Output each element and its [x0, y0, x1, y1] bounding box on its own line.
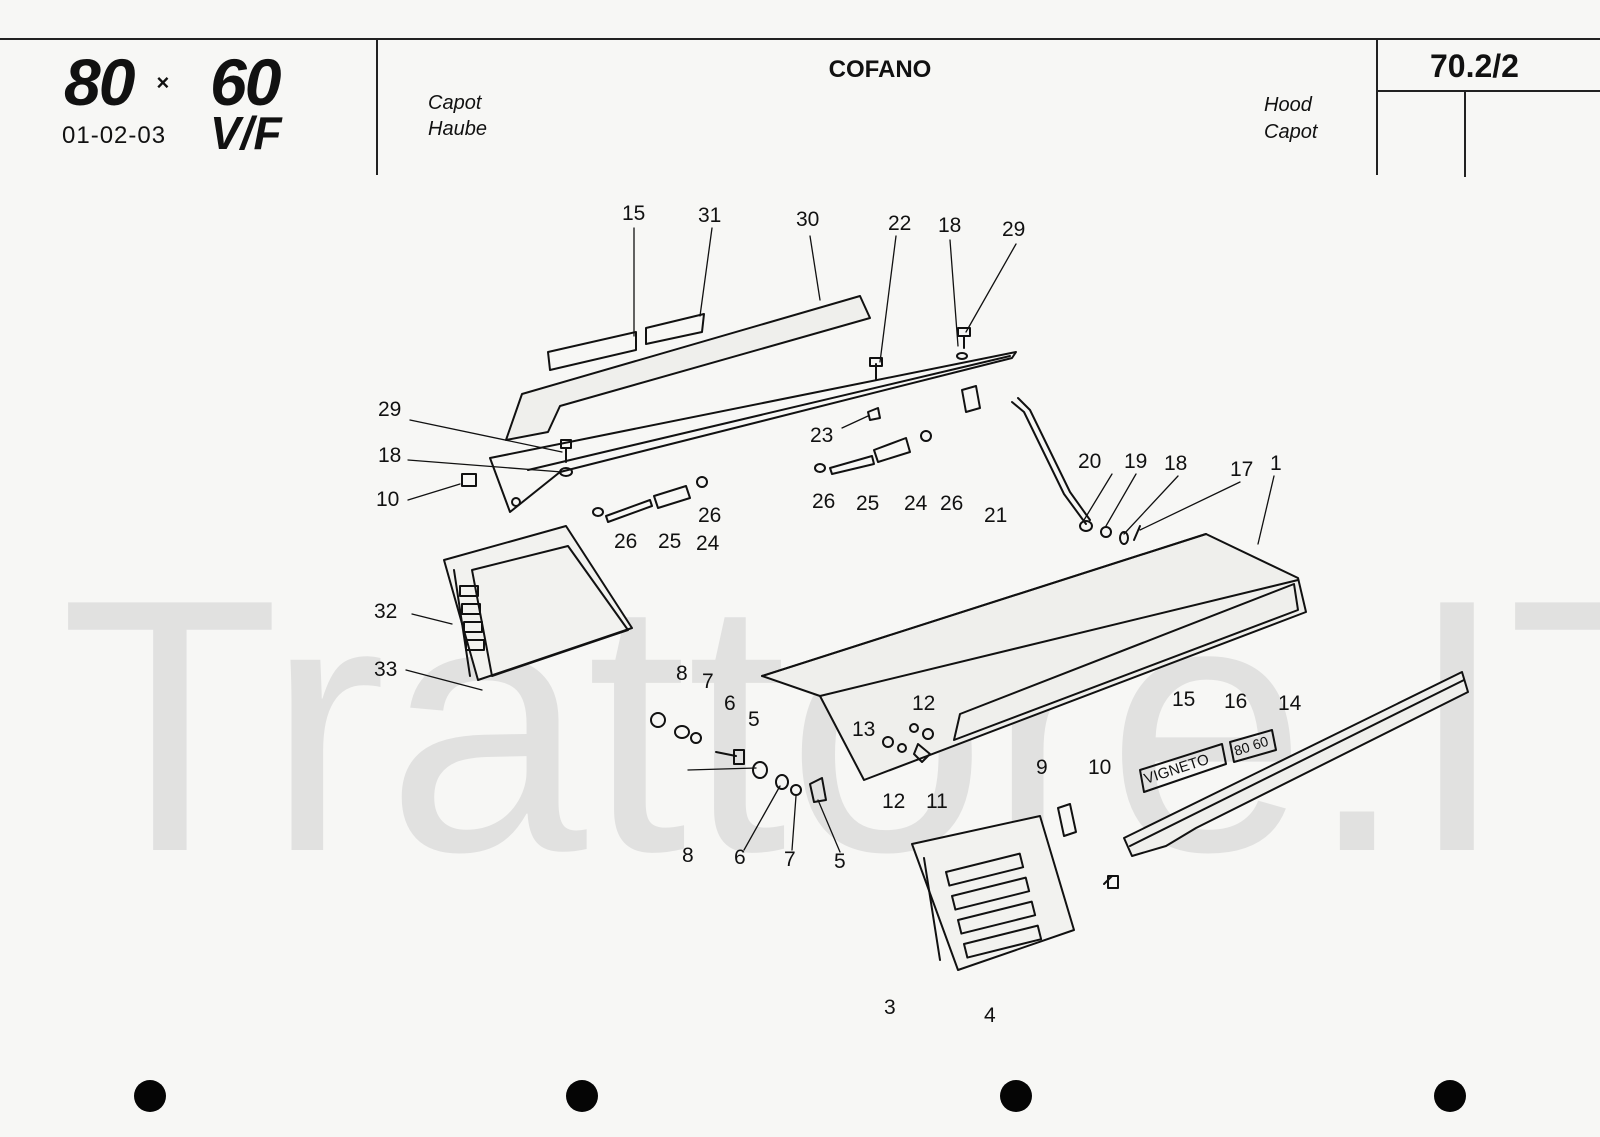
logo-60: 60 [210, 45, 281, 119]
callout-label: 6 [734, 846, 746, 869]
callout-label: 7 [702, 670, 714, 693]
callout-label: 18 [938, 214, 961, 237]
model-logo: 80 × 60 V/F [60, 45, 350, 160]
callout-label: 17 [1230, 458, 1253, 481]
logo-separator: × [156, 70, 169, 95]
page-code-rule [1376, 90, 1600, 92]
callout-label: 15 [622, 202, 645, 225]
header-divider-right [1376, 40, 1378, 175]
callout-label: 8 [676, 662, 688, 685]
clip-10-left [461, 473, 477, 487]
punch-hole [566, 1080, 598, 1112]
callout-label: 14 [1278, 692, 1302, 715]
hinge-pin-right [814, 407, 932, 475]
callout-label: 25 [658, 530, 681, 553]
callout-label: 31 [698, 204, 721, 227]
knob-cluster-upper [650, 712, 745, 765]
bolt-10-lower [1103, 875, 1119, 889]
page-title: COFANO [828, 56, 932, 83]
callout-label: 26 [614, 530, 637, 553]
callout-label: 4 [984, 1004, 996, 1027]
side-panel-lower-3 [911, 815, 1075, 971]
callout-labels: 15 31 30 22 18 29 29 18 10 23 26 25 24 2… [374, 202, 1302, 1027]
callout-label: 22 [888, 212, 911, 235]
decal-strip-15 [547, 331, 637, 371]
callout-label: 1 [1270, 452, 1282, 475]
callout-label: 10 [376, 488, 399, 511]
logo-80: 80 [64, 45, 135, 119]
lang-left-de: Haube [428, 118, 487, 140]
badge-model-16 [1229, 729, 1277, 763]
callout-label: 15 [1172, 688, 1195, 711]
decal-strip-31 [645, 313, 705, 345]
bolt-29-right [956, 327, 971, 360]
punch-hole [1434, 1080, 1466, 1112]
model-code: 01-02-03 [62, 122, 167, 149]
leader-lines [405, 227, 1275, 853]
callout-label: 5 [834, 850, 846, 873]
callout-label: 18 [378, 444, 401, 467]
callout-label: 26 [812, 490, 835, 513]
header-top-rule [0, 38, 1600, 40]
callout-label: 13 [852, 718, 875, 741]
hinge-pin-left [592, 476, 708, 523]
page-code-divider [1464, 92, 1466, 177]
callout-label: 12 [912, 692, 935, 715]
callout-label: 6 [724, 692, 736, 715]
punch-hole [1000, 1080, 1032, 1112]
watermark-text: Trattore.IT [60, 525, 1600, 927]
header-divider-left [376, 40, 378, 175]
support-rod-20 [1011, 397, 1141, 545]
bracket-9 [1057, 803, 1077, 837]
callout-label: 26 [698, 504, 721, 527]
fasteners-11-13 [882, 723, 934, 763]
side-panel-upper [489, 295, 1017, 513]
callout-label: 23 [810, 424, 833, 447]
callout-label: 9 [1036, 756, 1048, 779]
hood-main-1 [761, 533, 1307, 781]
logo-vf: V/F [210, 107, 282, 159]
callout-label: 5 [748, 708, 760, 731]
callout-label: 25 [856, 492, 879, 515]
callout-label: 3 [884, 996, 896, 1019]
callout-label: 18 [1164, 452, 1187, 475]
decorative-strip-14 [1123, 671, 1469, 857]
callout-label: 24 [696, 532, 720, 555]
callout-label: 33 [374, 658, 397, 681]
callout-label: 30 [796, 208, 819, 231]
bolt-22 [869, 357, 883, 381]
punch-hole [134, 1080, 166, 1112]
callout-label: 12 [882, 790, 905, 813]
knob-cluster-lower [752, 761, 827, 803]
callout-label: 24 [904, 492, 928, 515]
callout-label: 10 [1088, 756, 1111, 779]
mesh-33 [471, 545, 629, 677]
badge-vigneto-15 [1139, 743, 1227, 793]
callout-label: 19 [1124, 450, 1147, 473]
callout-label: 20 [1078, 450, 1101, 473]
callout-label: 16 [1224, 690, 1247, 713]
callout-label: 29 [378, 398, 401, 421]
callout-label: 8 [682, 844, 694, 867]
latch-21 [961, 385, 981, 413]
lang-right-en: Hood [1264, 94, 1312, 116]
callout-label: 26 [940, 492, 963, 515]
page-code: 70.2/2 [1430, 48, 1519, 84]
callout-label: 21 [984, 504, 1007, 527]
callout-label: 29 [1002, 218, 1025, 241]
lang-right-es: Capot [1264, 121, 1318, 143]
lang-left-fr: Capot [428, 92, 482, 114]
callout-label: 7 [784, 848, 796, 871]
callout-label: 32 [374, 600, 397, 623]
callout-label: 11 [926, 790, 948, 813]
